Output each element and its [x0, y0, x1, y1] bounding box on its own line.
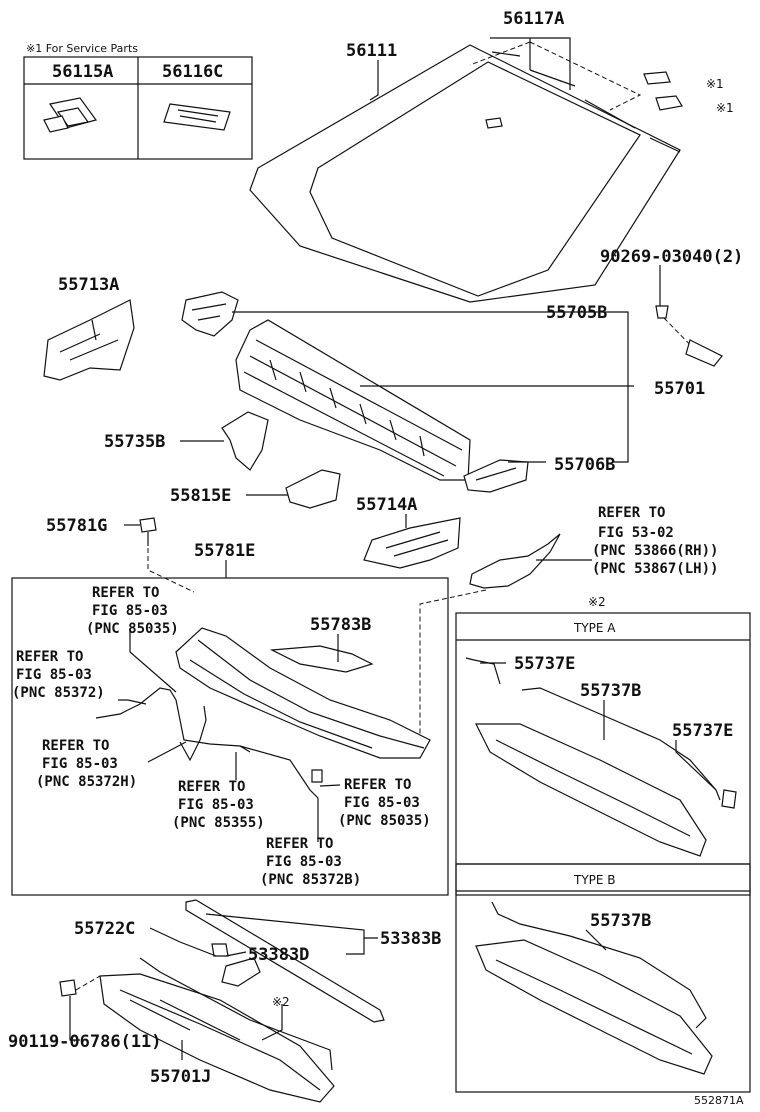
label-55737e-right: 55737E: [672, 721, 733, 741]
ref-85355-line3: (PNC 85355): [172, 815, 265, 831]
type-a-box: [455, 612, 751, 896]
ref-53-02-line3: (PNC 53866(RH)): [592, 543, 718, 559]
ref-85035a-line3: (PNC 85035): [86, 621, 179, 637]
service-part-56116c: 56116C: [162, 62, 223, 82]
cowl-panel-55701: [235, 319, 471, 481]
lower-cowl-panel-55701j: [99, 973, 335, 1103]
washer-hoses: [95, 687, 323, 799]
type-b-label: TYPE B: [573, 873, 616, 887]
label-55781g: 55781G: [46, 516, 107, 536]
ref-85372b-line1: REFER TO: [266, 836, 333, 852]
bracket-55706b: [463, 459, 529, 493]
label-56111: 56111: [346, 41, 397, 61]
ref-85355-line1: REFER TO: [178, 779, 245, 795]
hose-55722c: [139, 957, 333, 1071]
label-90119-06786: 90119-06786(11): [8, 1032, 162, 1052]
bracket-55713a: [43, 299, 135, 381]
ref-85372h-line2: FIG 85-03: [42, 756, 118, 772]
ref-85372-line2: FIG 85-03: [16, 667, 92, 683]
type-b-box: [455, 863, 751, 1093]
pad-56116c-icon: [163, 103, 231, 131]
label-55783b: 55783B: [310, 615, 371, 635]
ref-85355-line2: FIG 85-03: [178, 797, 254, 813]
ref-53-02-line2: FIG 53-02: [598, 525, 674, 541]
label-55737e-top: 55737E: [514, 654, 575, 674]
mark2-label-bottom: ※2: [272, 995, 290, 1009]
label-55737b-type-a: 55737B: [580, 681, 641, 701]
type-a-cowl-panel: [475, 723, 707, 857]
cowl-top-panel-55781e: [175, 627, 431, 759]
ref-85035b-line1: REFER TO: [344, 777, 411, 793]
ref-53-02-line4: (PNC 53867(LH)): [592, 561, 718, 577]
fender-liner-ref: [469, 533, 561, 589]
label-55781e: 55781E: [194, 541, 255, 561]
bolt-90119-icon: [59, 975, 101, 997]
drawing-number: 552871A: [694, 1094, 744, 1107]
ref-85035b-line2: FIG 85-03: [344, 795, 420, 811]
label-55706b: 55706B: [554, 455, 615, 475]
service-note: ※1 For Service Parts: [26, 42, 138, 55]
bracket-55722c: [221, 957, 261, 987]
ref-85035b-line3: (PNC 85035): [338, 813, 431, 829]
type-b-cowl-panel: [475, 939, 713, 1075]
label-53383d: 53383D: [248, 945, 309, 965]
bracket-55815e: [285, 469, 341, 509]
ref-85372-line1: REFER TO: [16, 649, 83, 665]
ref-85035a-line1: REFER TO: [92, 585, 159, 601]
clip-56115a-icon: [43, 97, 97, 133]
ref-85372b-line3: (PNC 85372B): [260, 872, 361, 888]
windshield-glass: [249, 44, 681, 303]
label-55701: 55701: [654, 379, 705, 399]
ref-53-02-line1: REFER TO: [598, 505, 665, 521]
clip-53383d-icon: [211, 943, 229, 957]
ref-85372h-line3: (PNC 85372H): [36, 774, 137, 790]
mark1-label-top: ※1: [706, 77, 724, 91]
leader-lines: [69, 60, 717, 1060]
ref-85035a-line2: FIG 85-03: [92, 603, 168, 619]
bracket-55783b: [269, 645, 374, 673]
assembly-box-55781e: [11, 577, 449, 896]
bracket-55705b: [181, 291, 239, 337]
label-55701j: 55701J: [150, 1067, 211, 1087]
bracket-55714a: [363, 517, 461, 569]
clip-90269-icon: [655, 265, 723, 367]
ref-85372h-line1: REFER TO: [42, 738, 109, 754]
label-55714a: 55714A: [356, 495, 417, 515]
service-part-56115a: 56115A: [52, 62, 113, 82]
type-a-label: TYPE A: [573, 621, 616, 635]
mark2-label-type: ※2: [588, 595, 606, 609]
label-56117a: 56117A: [503, 9, 564, 29]
seal-53383b: [185, 899, 385, 1023]
ref-85372-line3: (PNC 85372): [12, 685, 105, 701]
label-55713a: 55713A: [58, 275, 119, 295]
label-53383b: 53383B: [380, 929, 441, 949]
label-55705b: 55705B: [546, 303, 607, 323]
label-55815e: 55815E: [170, 486, 231, 506]
bolt-55781g-icon: [139, 517, 195, 593]
mark1-label-bottom: ※1: [716, 101, 734, 115]
type-b-hoses: [491, 901, 707, 1029]
clip-mark1-icon: [643, 71, 683, 111]
label-55735b: 55735B: [104, 432, 165, 452]
seal-55735b: [221, 411, 269, 471]
label-55722c: 55722C: [74, 919, 135, 939]
label-55737b-type-b: 55737B: [590, 911, 651, 931]
ref-85372b-line2: FIG 85-03: [266, 854, 342, 870]
service-parts-box: [23, 56, 253, 160]
label-90269-03040: 90269-03040(2): [600, 247, 743, 267]
